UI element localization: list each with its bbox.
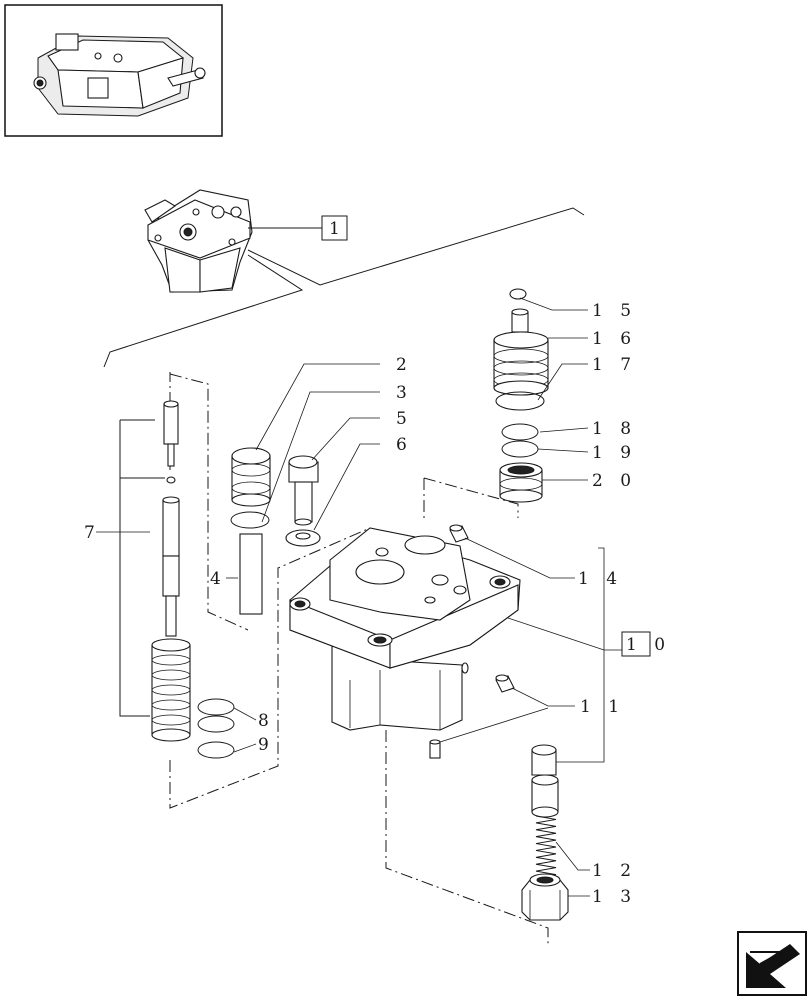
part-15-o-ring <box>509 288 527 300</box>
part-9-ring <box>197 741 235 759</box>
callout-6: 6 <box>396 435 413 455</box>
callout-2: 2 <box>396 355 413 375</box>
callout-11: 1 1 <box>580 697 625 717</box>
callout-1-text: 1 <box>329 219 346 239</box>
callout-15: 1 5 <box>592 301 637 321</box>
assembly-thumbnail-icon[interactable] <box>4 4 223 137</box>
valve-assembly-view <box>144 189 253 293</box>
part-19-seal-ring <box>501 440 539 458</box>
part-14-pin <box>449 524 469 543</box>
callout-12: 1 2 <box>592 861 637 881</box>
part-4-spring <box>239 533 263 615</box>
callout-5: 5 <box>396 409 413 429</box>
callout-10: 1 0 <box>621 631 671 657</box>
callout-20: 2 0 <box>592 471 637 491</box>
part-7-spool-valve <box>119 400 191 742</box>
callout-4: 4 <box>210 569 227 589</box>
next-page-arrow-icon[interactable] <box>737 931 807 996</box>
part-13-plug <box>521 873 569 921</box>
part-3-o-ring <box>230 511 270 529</box>
part-12-spring-valve <box>531 744 559 879</box>
callout-17: 1 7 <box>592 355 637 375</box>
callout-18: 1 8 <box>592 419 637 439</box>
part-20-bushing <box>499 462 543 503</box>
part-8-rings <box>197 698 235 733</box>
callout-16: 1 6 <box>592 329 637 349</box>
part-11-pins <box>429 674 515 759</box>
part-10-valve-body <box>289 527 521 731</box>
part-5-bolt <box>288 455 319 526</box>
callout-7: 7 <box>84 523 101 543</box>
part-6-washer <box>285 529 321 547</box>
part-18-seal-ring <box>501 423 539 441</box>
callout-1: 1 <box>321 215 348 241</box>
callout-10-text: 1 0 <box>626 635 671 655</box>
part-16-piston <box>493 308 549 396</box>
callout-19: 1 9 <box>592 443 637 463</box>
part-2-valve-cap <box>231 447 271 507</box>
callout-9: 9 <box>258 735 275 755</box>
callout-13: 1 3 <box>592 887 637 907</box>
callout-8: 8 <box>258 711 275 731</box>
part-17-seal-ring <box>495 391 545 411</box>
leader-lines <box>96 227 622 897</box>
callout-3: 3 <box>396 383 413 403</box>
callout-14: 1 4 <box>578 569 623 589</box>
